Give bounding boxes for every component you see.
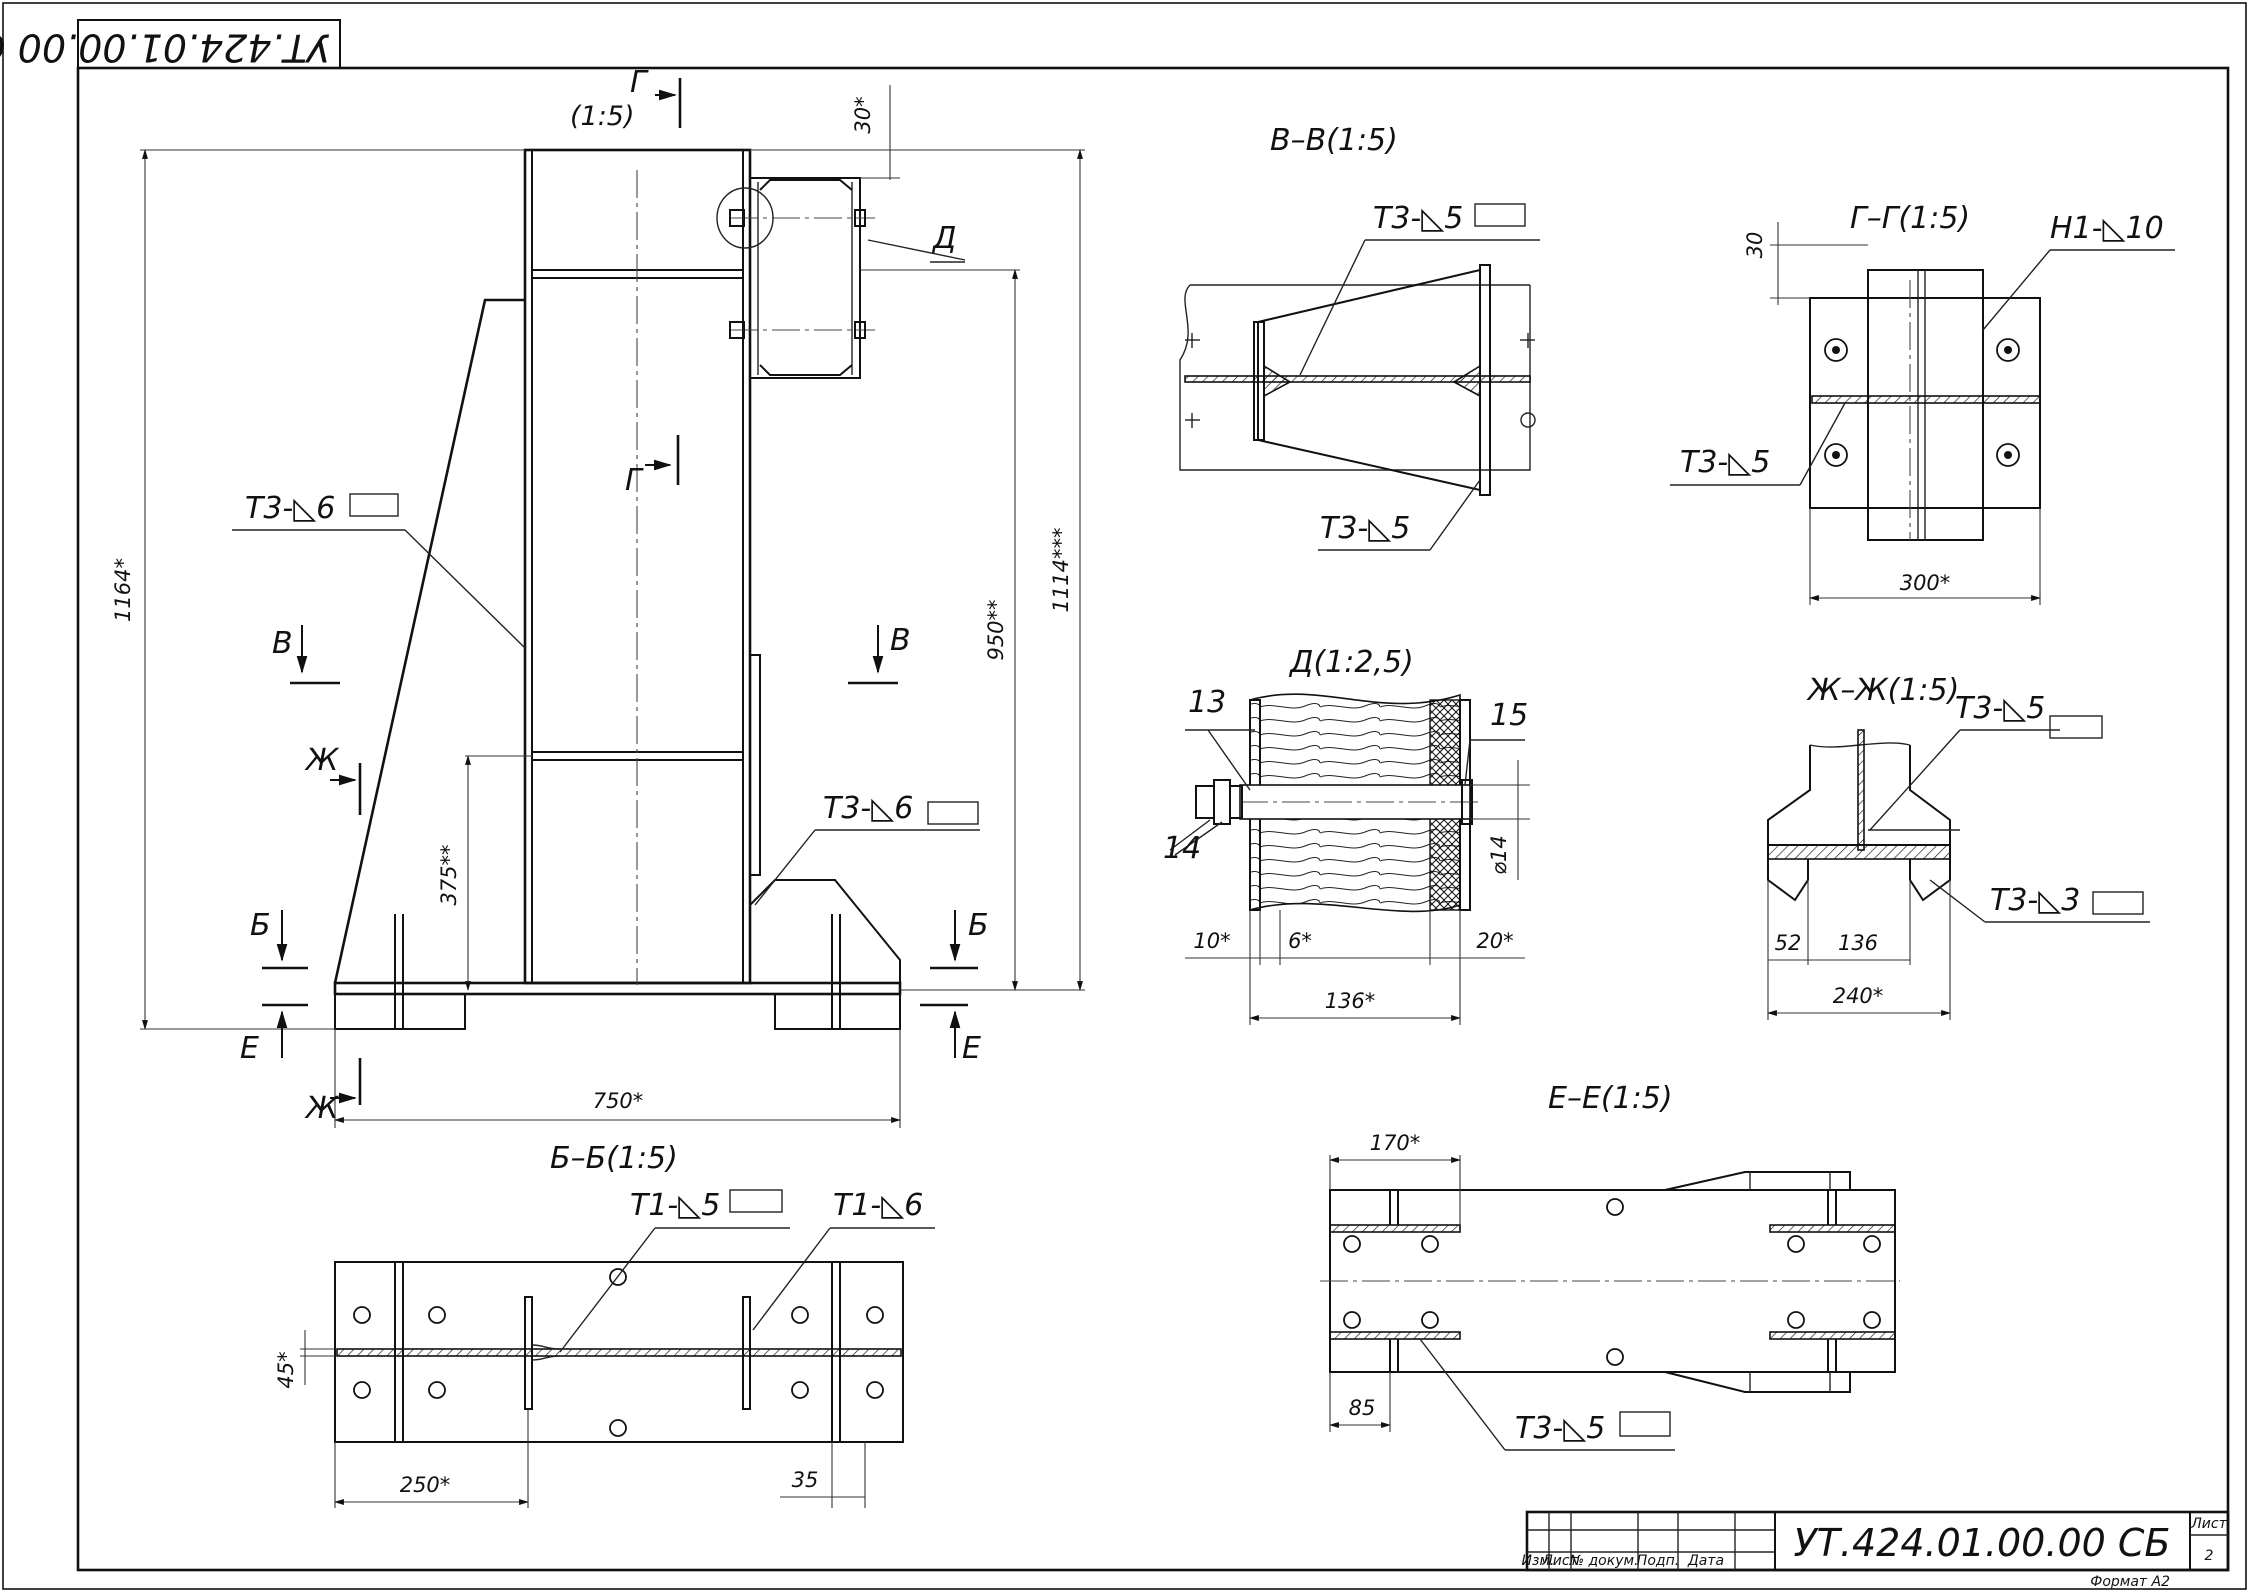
rotated-code-stamp: УТ.424.01.00.00 СБ: [0, 19, 341, 70]
dim-170: 170*: [1370, 1131, 1421, 1155]
label-v-left: В: [272, 626, 293, 661]
rotated-document-code: УТ.424.01.00.00 СБ: [0, 26, 330, 70]
section-bebe-title: Б–Б(1:5): [550, 1141, 678, 1176]
dim-136-detail: 136*: [1325, 989, 1376, 1013]
dim-240: 240*: [1833, 984, 1884, 1008]
tb-header-data: Дата: [1687, 1553, 1724, 1569]
section-ee: Е–Е(1:5) 170* 85 Т3-◺5: [1320, 1081, 1900, 1451]
label-d-callout: Д: [931, 221, 956, 256]
label-zh-top: Ж: [304, 743, 340, 778]
label-g-mid: Г: [625, 463, 644, 498]
dim-52: 52: [1775, 931, 1802, 955]
section-bebe: Б–Б(1:5) Т1-◺5 Т1-◺6 45* 250* 35: [274, 1141, 935, 1508]
dim-250: 250*: [400, 1473, 451, 1497]
dim-1114: 1114***: [1049, 528, 1073, 613]
detail-d: Д(1:2,5) 13 14 15 ⌀14 10* 6* 20* 136*: [1163, 645, 1530, 1025]
dim-10: 10*: [1193, 929, 1230, 953]
tb-sheet-number: 2: [2205, 1548, 2214, 1564]
weld-zhzh-bottom: Т3-◺3: [1990, 883, 2080, 918]
dim-gg-30: 30: [1743, 232, 1767, 259]
pos-13: 13: [1188, 685, 1226, 720]
dim-136-zhzh: 136: [1838, 931, 1878, 955]
weld-vv-bottom: Т3-◺5: [1320, 511, 1410, 546]
section-gg: Г–Г(1:5) 30 300* Н1-◺10 Т3-◺5: [1670, 201, 2175, 605]
tb-header-list: Лист: [1541, 1553, 1578, 1569]
section-vv-title: В–В(1:5): [1270, 123, 1398, 158]
label-zh-bottom: Ж: [304, 1091, 340, 1126]
tb-document-code: УТ.424.01.00.00 СБ: [1794, 1521, 2171, 1565]
dim-gg-300: 300*: [1900, 571, 1951, 595]
weld-zhzh-top: Т3-◺5: [1955, 691, 2045, 726]
tb-sheet-label: Лист: [2190, 1516, 2227, 1532]
section-gg-title: Г–Г(1:5): [1850, 201, 1970, 236]
dim-85: 85: [1349, 1396, 1376, 1420]
label-e-left: Е: [240, 1031, 259, 1066]
weld-gg-h1: Н1-◺10: [2050, 211, 2164, 246]
dim-1164: 1164*: [111, 558, 135, 622]
dim-30-main: 30*: [851, 96, 875, 133]
main-view: Д 1164* 1114*** 950** 30* 375** 750* Г (…: [111, 65, 1085, 1128]
weld-callout-left: Т3-◺6: [245, 491, 335, 526]
section-zhzh: Ж–Ж(1:5) Т3-◺5 Т3-◺3 52 136 240*: [1767, 673, 2150, 1020]
section-vv: В–В(1:5) Т3-◺5 Т3-◺5: [1179, 123, 1540, 551]
weld-gg-t3: Т3-◺5: [1680, 445, 1770, 480]
label-b-left: Б: [250, 908, 271, 943]
pos-15: 15: [1490, 698, 1528, 733]
weld-bebe-t1-6: Т1-◺6: [833, 1188, 923, 1223]
dim-35: 35: [792, 1468, 819, 1492]
label-v-right: В: [890, 623, 911, 658]
title-block: Изм. Лист № докум. Подп. Дата УТ.424.01.…: [1522, 1510, 2230, 1590]
label-b-right: Б: [968, 908, 989, 943]
label-g-top: Г: [630, 65, 649, 100]
dim-950: 950**: [984, 599, 1008, 660]
dim-750: 750*: [593, 1089, 644, 1113]
weld-ee: Т3-◺5: [1515, 1411, 1605, 1446]
dim-375: 375**: [437, 844, 461, 905]
label-g-scale: (1:5): [570, 101, 635, 132]
detail-d-title: Д(1:2,5): [1288, 645, 1414, 680]
tb-header-dokum: № докум.: [1568, 1553, 1638, 1569]
dim-45: 45*: [274, 1351, 298, 1388]
pos-14: 14: [1163, 831, 1201, 866]
tb-header-podp: Подп.: [1637, 1553, 1679, 1569]
tb-format: Формат А2: [2090, 1574, 2170, 1590]
weld-vv-top: Т3-◺5: [1373, 201, 1463, 236]
dim-diam-14: ⌀14: [1487, 835, 1511, 874]
inner-frame: [76, 66, 2230, 1572]
section-zhzh-title: Ж–Ж(1:5): [1806, 673, 1959, 708]
dim-20: 20*: [1476, 929, 1513, 953]
section-ee-title: Е–Е(1:5): [1548, 1081, 1673, 1116]
label-e-right: Е: [962, 1031, 981, 1066]
dim-6: 6*: [1288, 929, 1312, 953]
tb-header-izm: Изм.: [1522, 1553, 1555, 1569]
weld-bebe-t1-5: Т1-◺5: [630, 1188, 720, 1223]
weld-callout-right: Т3-◺6: [823, 791, 913, 826]
